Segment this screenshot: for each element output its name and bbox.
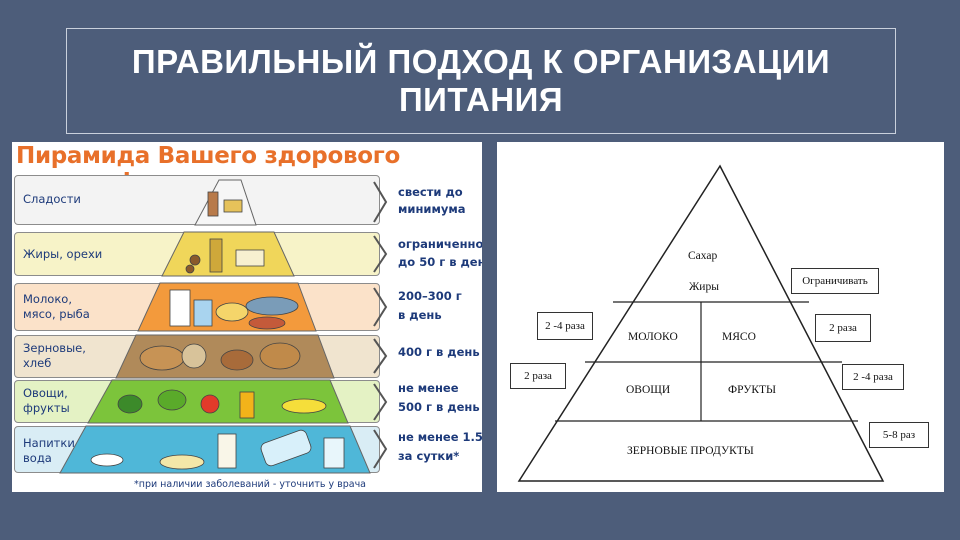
level-note-2: за сутки* bbox=[398, 449, 460, 463]
note-dairy-frequency: 2 -4 раза bbox=[537, 312, 593, 340]
nut-icon-2 bbox=[185, 264, 195, 274]
oil-bottle-icon bbox=[209, 238, 223, 273]
tier-fats-shape bbox=[161, 231, 295, 277]
note-grains-frequency: 5-8 раз bbox=[869, 422, 929, 448]
loaf-icon bbox=[259, 342, 301, 370]
schematic-pyramid-drawing bbox=[517, 164, 885, 482]
water-glass-icon bbox=[323, 437, 345, 469]
note-limit: Ограничивать bbox=[791, 268, 879, 294]
slide-title-line-1: ПРАВИЛЬНЫЙ ПОДХОД К ОРГАНИЗАЦИИ bbox=[131, 43, 831, 80]
chevron-right-icon bbox=[373, 287, 388, 327]
slide-title-line-2: ПИТАНИЯ bbox=[398, 81, 564, 118]
note-fruits-frequency: 2 -4 раза bbox=[842, 364, 904, 390]
level-note: 400 г в день bbox=[398, 345, 480, 359]
cheese-icon bbox=[215, 302, 249, 322]
fish-icon bbox=[245, 296, 299, 316]
level-label-2: хлеб bbox=[23, 356, 52, 370]
chevron-right-icon bbox=[373, 235, 388, 273]
level-note-2: в день bbox=[398, 308, 442, 322]
chevron-right-icon bbox=[373, 181, 388, 223]
milk-glass-icon bbox=[193, 299, 213, 327]
level-label: Сладости bbox=[23, 192, 81, 206]
level-note: 200–300 г bbox=[398, 289, 462, 303]
potato-icon bbox=[220, 349, 254, 371]
tier-fruits-label: ФРУКТЫ bbox=[728, 384, 777, 396]
milk-carton-icon bbox=[169, 289, 191, 327]
level-label: Зерновые, bbox=[23, 341, 86, 355]
tier-meat-label: МЯСО bbox=[722, 331, 756, 343]
chevron-right-icon bbox=[373, 429, 388, 469]
juice-glass-icon bbox=[239, 391, 255, 419]
cabbage-icon bbox=[157, 389, 187, 411]
tier-dairy-label: МОЛОКО bbox=[628, 331, 678, 343]
cereal-bowl-icon bbox=[181, 343, 207, 369]
level-label-2: фрукты bbox=[23, 401, 70, 415]
level-note: не менее bbox=[398, 381, 459, 395]
food-pyramid-illustration: Пирамида Вашего здорового питания! Сладо… bbox=[12, 142, 482, 492]
level-note-2: 500 г в день bbox=[398, 400, 480, 414]
banana-icon bbox=[281, 398, 327, 414]
drink-glass-icon bbox=[217, 433, 237, 469]
sweets-bottle-icon bbox=[207, 191, 219, 217]
slide-title-box: ПРАВИЛЬНЫЙ ПОДХОД К ОРГАНИЗАЦИИ ПИТАНИЯ bbox=[66, 28, 896, 134]
level-note-2: минимума bbox=[398, 202, 466, 216]
chevron-right-icon bbox=[373, 383, 388, 421]
level-label-2: мясо, рыба bbox=[23, 307, 90, 321]
level-label: Овощи, bbox=[23, 386, 68, 400]
level-note-2: до 50 г в день bbox=[398, 255, 482, 269]
candy-icon bbox=[223, 199, 243, 213]
level-label: Напитки bbox=[23, 436, 75, 450]
level-label: Молоко, bbox=[23, 292, 72, 306]
bread-icon bbox=[139, 345, 185, 371]
pyramid-food-drawing bbox=[59, 179, 371, 474]
tier-sugar-label: Сахар bbox=[688, 250, 718, 262]
footnote: *при наличии заболеваний - уточнить у вр… bbox=[134, 479, 366, 490]
schematic-pyramid: Сахар Жиры МОЛОКО МЯСО ОВОЩИ ФРУКТЫ ЗЕРН… bbox=[497, 142, 944, 492]
meat-icon bbox=[248, 316, 286, 330]
level-label-2: вода bbox=[23, 451, 52, 465]
nut-icon bbox=[189, 254, 201, 266]
tier-vegetables-label: ОВОЩИ bbox=[626, 384, 671, 396]
level-label: Жиры, орехи bbox=[23, 247, 103, 261]
tier-fats-label: Жиры bbox=[689, 281, 719, 293]
level-note: свести до bbox=[398, 185, 463, 199]
tier-grains-label: ЗЕРНОВЫЕ ПРОДУКТЫ bbox=[627, 445, 754, 457]
chevron-right-icon bbox=[373, 338, 388, 374]
broccoli-icon bbox=[117, 394, 143, 414]
note-vegetables-frequency: 2 раза bbox=[510, 363, 566, 389]
water-bottle-icon bbox=[260, 429, 312, 467]
level-note: ограниченно – bbox=[398, 237, 482, 251]
level-note: не менее 1.5 л bbox=[398, 430, 482, 444]
soup-bowl-icon bbox=[159, 454, 205, 470]
butter-icon bbox=[235, 249, 265, 267]
note-meat-frequency: 2 раза bbox=[815, 314, 871, 342]
tomato-icon bbox=[200, 394, 220, 414]
teacup-icon bbox=[90, 453, 124, 467]
